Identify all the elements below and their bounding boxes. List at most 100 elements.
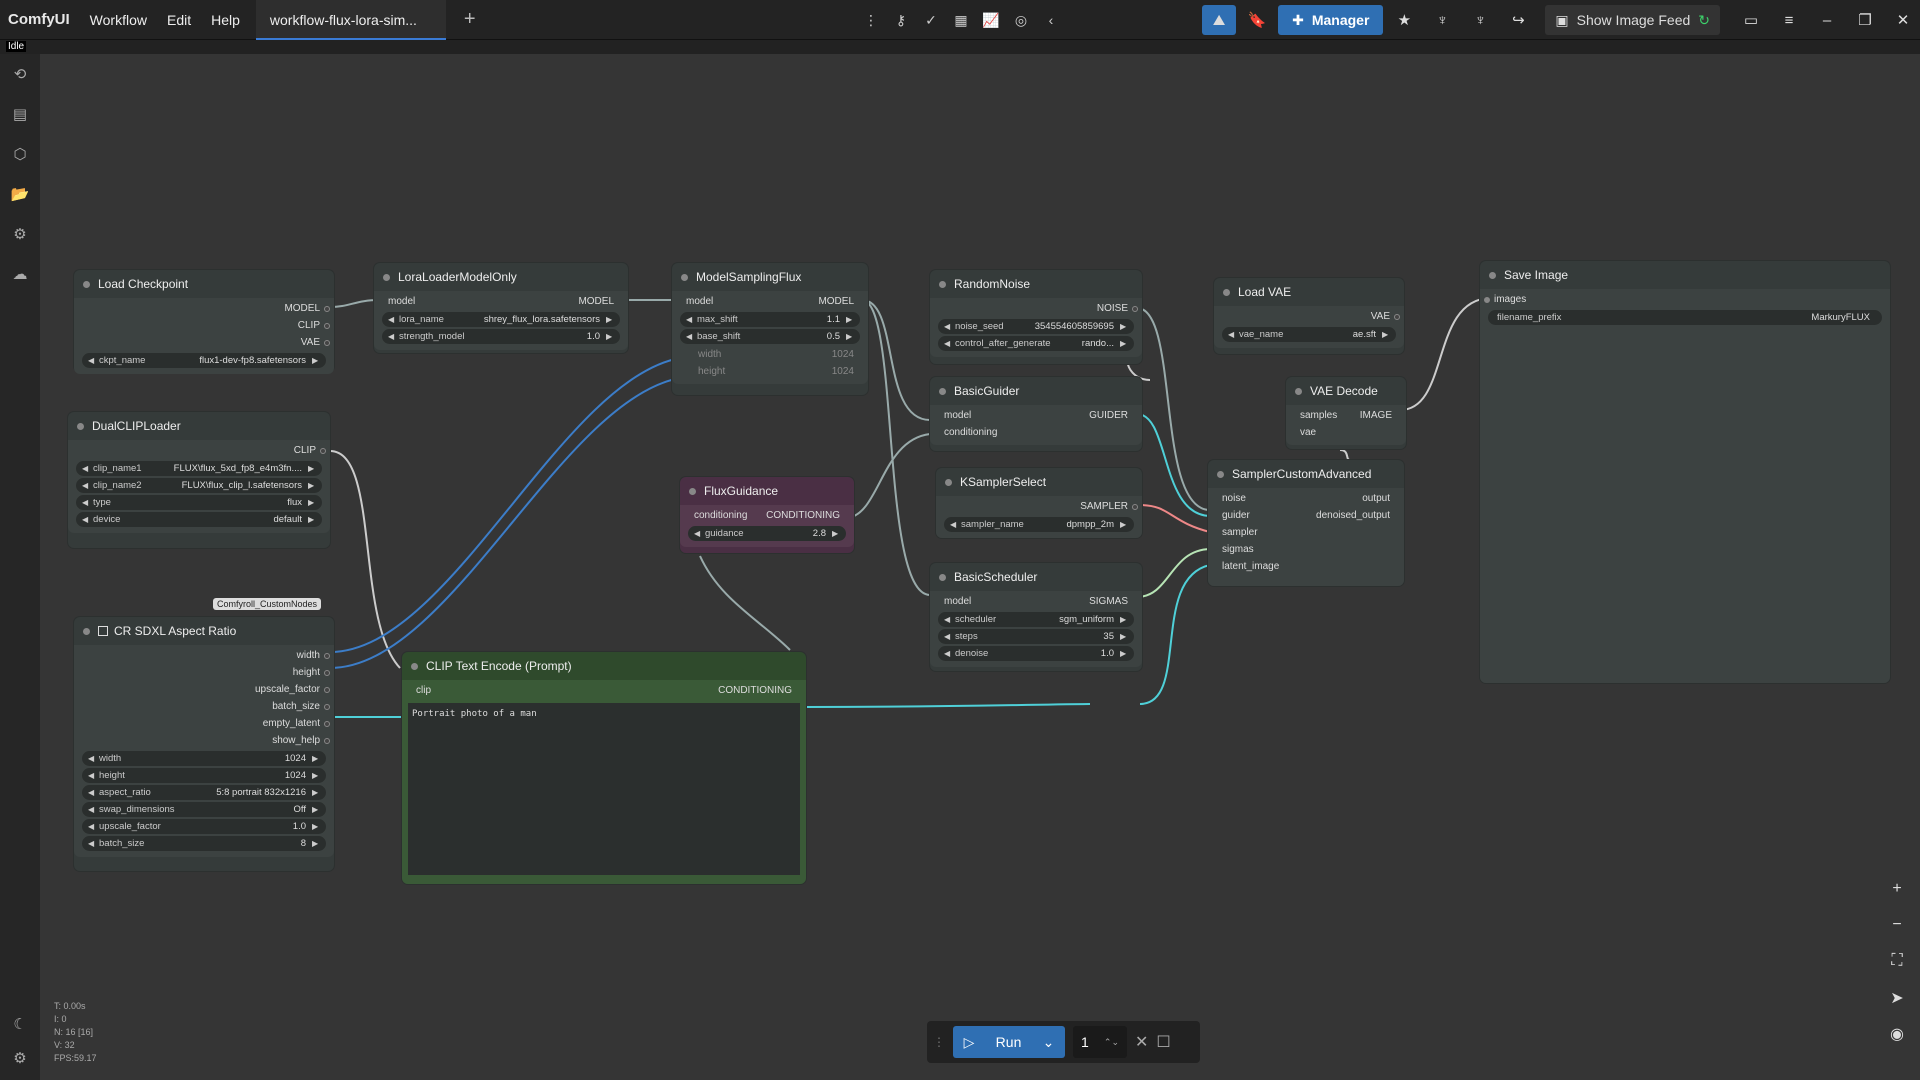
menu-edit[interactable]: Edit [166, 11, 192, 28]
settings-icon[interactable]: ⚙ [13, 1050, 27, 1067]
arrow-left-icon[interactable]: ◀ [82, 515, 89, 524]
new-tab-icon[interactable]: + [463, 8, 476, 30]
key-icon[interactable]: ⚷ [895, 11, 907, 28]
arrow-left-icon[interactable]: ◀ [950, 520, 957, 529]
node-cr-sdxl-aspect-ratio[interactable]: CR SDXL Aspect Ratio width height upscal… [74, 617, 334, 871]
tree-icon[interactable]: ♆ [1436, 11, 1449, 29]
panel-icon[interactable]: ▭ [1743, 12, 1759, 29]
input-latent-image[interactable]: latent_image [1208, 558, 1404, 575]
arrow-right-icon[interactable]: ▶ [1120, 632, 1127, 641]
menu-help[interactable]: Help [211, 11, 240, 28]
arrow-right-icon[interactable]: ▶ [832, 529, 839, 538]
output-show-help[interactable]: show_help [74, 732, 334, 749]
arrow-right-icon[interactable]: ▶ [308, 515, 315, 524]
chevron-left-icon[interactable]: ‹ [1048, 12, 1054, 28]
arrow-left-icon[interactable]: ◀ [88, 839, 95, 848]
arrow-left-icon[interactable]: ◀ [944, 615, 951, 624]
restore-icon[interactable]: ❐ [1858, 12, 1872, 29]
more-icon[interactable]: ⋮ [864, 11, 878, 28]
arrow-left-icon[interactable]: ◀ [88, 754, 95, 763]
output-clip[interactable]: CLIP [68, 442, 330, 459]
output-empty-latent[interactable]: empty_latent [74, 715, 334, 732]
stepper-icon[interactable]: ⌃⌄ [1103, 1036, 1119, 1047]
arrow-right-icon[interactable]: ▶ [1120, 339, 1127, 348]
bookmark-icon[interactable]: 🔖 [1247, 12, 1267, 29]
arrow-left-icon[interactable]: ◀ [388, 315, 395, 324]
output-vae[interactable]: VAE [74, 334, 334, 351]
arrow-left-icon[interactable]: ◀ [82, 481, 89, 490]
arrow-right-icon[interactable]: ▶ [846, 332, 853, 341]
stop-icon[interactable]: ☐ [1156, 1034, 1171, 1051]
arrow-left-icon[interactable]: ◀ [1228, 330, 1235, 339]
star-icon[interactable]: ★ [1397, 12, 1412, 29]
chart-icon[interactable]: 📈 [982, 11, 1000, 28]
arrow-left-icon[interactable]: ◀ [686, 315, 693, 324]
input-images[interactable]: images [1480, 291, 1890, 308]
input-sigmas[interactable]: sigmas [1208, 541, 1404, 558]
output-height[interactable]: height [74, 664, 334, 681]
queue-count-input[interactable]: 1⌃⌄ [1073, 1026, 1127, 1058]
output-model[interactable]: MODEL [74, 300, 334, 317]
arrow-right-icon[interactable]: ▶ [312, 356, 319, 365]
queue-icon[interactable]: ▤ [12, 106, 28, 123]
cube-icon[interactable]: ⬡ [13, 146, 27, 163]
github-icon[interactable]: ◎ [1014, 11, 1028, 28]
close-icon[interactable]: ✕ [1896, 12, 1910, 29]
arrow-left-icon[interactable]: ◀ [88, 771, 95, 780]
upload-icon[interactable]: ☁ [12, 266, 28, 283]
arrow-left-icon[interactable]: ◀ [944, 649, 951, 658]
nodes-icon[interactable]: ⚙ [13, 226, 27, 243]
output-batch[interactable]: batch_size [74, 698, 334, 715]
arrow-right-icon[interactable]: ▶ [1120, 520, 1127, 529]
output-noise[interactable]: NOISE [930, 300, 1142, 317]
arrow-right-icon[interactable]: ▶ [308, 481, 315, 490]
output-upscale[interactable]: upscale_factor [74, 681, 334, 698]
chevron-down-icon[interactable]: ⌄ [1042, 1033, 1055, 1050]
arrow-right-icon[interactable]: ▶ [312, 822, 319, 831]
arrow-left-icon[interactable]: ◀ [88, 805, 95, 814]
arrow-left-icon[interactable]: ◀ [944, 322, 951, 331]
arrow-right-icon[interactable]: ▶ [846, 315, 853, 324]
zoom-out-icon[interactable]: − [1892, 916, 1902, 933]
checkbox-icon[interactable] [98, 626, 108, 636]
arrow-right-icon[interactable]: ▶ [1382, 330, 1389, 339]
input-conditioning[interactable]: conditioning [930, 424, 1142, 441]
drag-handle-icon[interactable]: ⋮ [933, 1035, 945, 1049]
node-load-checkpoint[interactable]: Load Checkpoint MODEL CLIP VAE ◀ckpt_nam… [74, 270, 334, 374]
share-icon[interactable]: ↪ [1512, 12, 1525, 29]
arrow-right-icon[interactable]: ▶ [308, 498, 315, 507]
navigate-icon[interactable]: ➤ [1890, 990, 1904, 1007]
